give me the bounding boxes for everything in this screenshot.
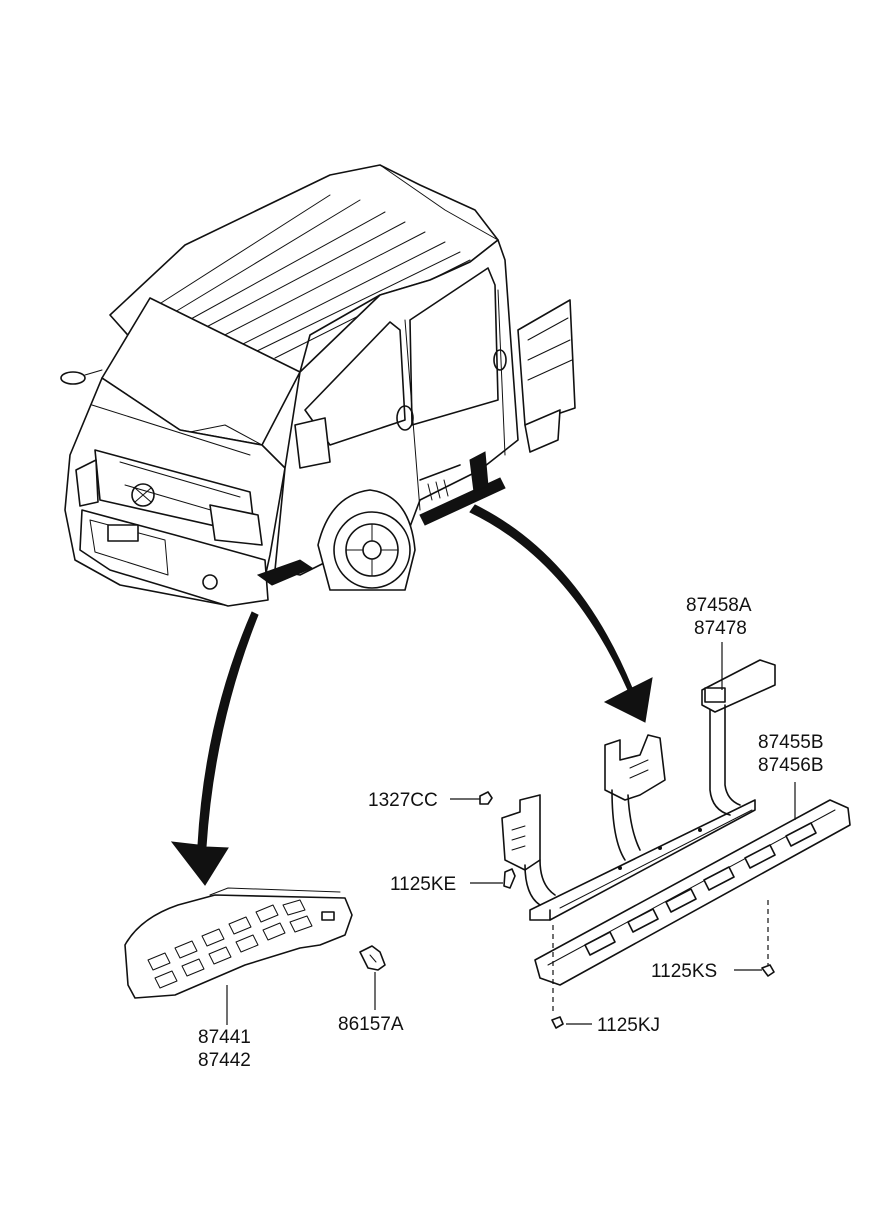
label-87458a: 87458A <box>686 595 752 616</box>
side-step-assembly <box>501 659 851 986</box>
truck-illustration <box>60 164 576 607</box>
bolt-1125ke <box>503 868 516 889</box>
label-87442: 87442 <box>198 1050 251 1071</box>
screw-1125ks <box>761 964 775 977</box>
label-87441: 87441 <box>198 1027 251 1048</box>
label-86157a: 86157A <box>338 1014 404 1035</box>
label-87456b: 87456B <box>758 755 824 776</box>
arrow-to-side-step <box>469 504 653 723</box>
label-1125ke: 1125KE <box>390 874 456 895</box>
clip-86157a <box>359 945 386 971</box>
front-step-pad <box>124 887 353 999</box>
label-1125ks: 1125KS <box>651 961 717 982</box>
label-1327cc: 1327CC <box>368 790 438 811</box>
screw-1125kj <box>551 1016 564 1029</box>
label-87455b: 87455B <box>758 732 824 753</box>
nut-1327cc <box>479 791 493 805</box>
leader-lines <box>226 642 796 1025</box>
label-87478: 87478 <box>694 618 747 639</box>
arrow-to-front-pad <box>170 611 259 886</box>
label-1125kj: 1125KJ <box>597 1015 660 1036</box>
